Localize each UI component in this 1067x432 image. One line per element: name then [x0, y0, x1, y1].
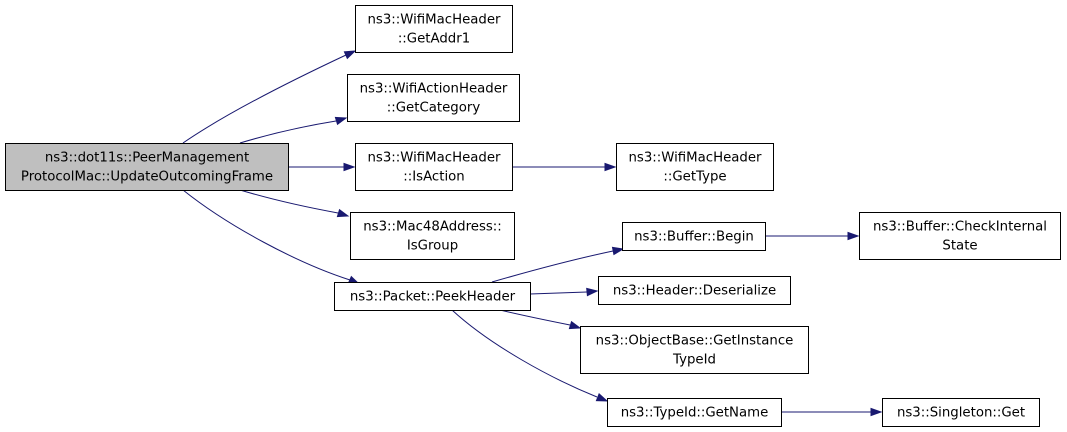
edge-root-to-peekheader — [182, 189, 361, 285]
node-label: ns3::Buffer::CheckInternal — [873, 220, 1047, 235]
node-label: ::GetAddr1 — [398, 32, 470, 47]
node-label: ns3::Packet::PeekHeader — [350, 290, 516, 305]
edge-root-to-isgroup — [239, 189, 350, 218]
node-label: ns3::TypeId::GetName — [621, 406, 769, 421]
edges-layer — [182, 50, 883, 417]
edge-line — [491, 250, 614, 283]
node-peekheader[interactable]: ns3::Packet::PeekHeader — [334, 282, 531, 311]
node-label: ns3::Header::Deserialize — [613, 284, 776, 299]
node-label: ns3::WifiMacHeader — [367, 151, 501, 166]
node-label: ProtocolMac::UpdateOutcomingFrame — [21, 170, 273, 185]
edge-arrowhead — [604, 162, 617, 172]
node-label: ns3::dot11s::PeerManagement — [45, 151, 249, 166]
edge-line — [499, 309, 571, 326]
edge-isaction-to-gettype — [512, 162, 617, 172]
node-label: ::GetCategory — [387, 101, 481, 116]
node-gettype[interactable]: ns3::WifiMacHeader::GetType — [616, 143, 774, 191]
edge-getname-to-singletonget — [781, 407, 883, 417]
node-isgroup[interactable]: ns3::Mac48Address::IsGroup — [350, 212, 515, 260]
node-getaddr1[interactable]: ns3::WifiMacHeader::GetAddr1 — [355, 5, 513, 53]
node-box[interactable] — [5, 143, 289, 191]
edge-arrowhead — [343, 162, 356, 172]
edge-arrowhead — [336, 208, 350, 218]
edge-root-to-getcategory — [239, 116, 348, 144]
node-box[interactable] — [622, 222, 766, 251]
node-label: IsGroup — [407, 239, 458, 254]
edge-line — [182, 54, 347, 144]
edge-arrowhead — [611, 246, 625, 256]
node-isaction[interactable]: ns3::WifiMacHeader::IsAction — [355, 143, 513, 191]
edge-peekheader-to-getname — [451, 309, 609, 402]
edge-line — [239, 120, 337, 144]
node-box[interactable] — [882, 398, 1040, 427]
node-box[interactable] — [580, 326, 809, 374]
edge-line — [451, 309, 598, 398]
node-label: ns3::ObjectBase::GetInstance — [596, 334, 794, 349]
node-box[interactable] — [347, 74, 520, 122]
edge-root-to-isaction — [288, 162, 356, 172]
edge-line — [529, 291, 588, 295]
node-label: ns3::Buffer::Begin — [634, 230, 754, 245]
node-label: State — [942, 239, 977, 254]
node-deserialize[interactable]: ns3::Header::Deserialize — [598, 276, 791, 305]
node-box[interactable] — [355, 5, 513, 53]
edge-arrowhead — [586, 287, 599, 297]
node-box[interactable] — [607, 398, 782, 427]
node-box[interactable] — [334, 282, 531, 311]
node-box[interactable] — [350, 212, 515, 260]
edge-root-to-getaddr1 — [182, 50, 357, 144]
edge-arrowhead — [870, 407, 883, 417]
node-label: ::IsAction — [403, 170, 464, 185]
node-root[interactable]: ns3::dot11s::PeerManagementProtocolMac::… — [5, 143, 289, 191]
node-label: ns3::Mac48Address:: — [363, 220, 502, 235]
edge-arrowhead — [847, 231, 860, 241]
node-label: ns3::WifiMacHeader — [628, 151, 762, 166]
edge-arrowhead — [595, 393, 609, 402]
node-label: ns3::WifiMacHeader — [367, 13, 501, 28]
edge-arrowhead — [334, 116, 348, 126]
node-label: ns3::WifiActionHeader — [360, 82, 508, 97]
node-label: ns3::Singleton::Get — [897, 406, 1025, 421]
edge-arrowhead — [568, 320, 582, 330]
edge-peekheader-to-bufferbegin — [491, 246, 625, 283]
edge-peekheader-to-getinstancetypeid — [499, 309, 582, 330]
edge-line — [182, 189, 351, 281]
node-bufferbegin[interactable]: ns3::Buffer::Begin — [622, 222, 766, 251]
node-getname[interactable]: ns3::TypeId::GetName — [607, 398, 782, 427]
node-singletonget[interactable]: ns3::Singleton::Get — [882, 398, 1040, 427]
node-box[interactable] — [355, 143, 513, 191]
nodes-layer: ns3::dot11s::PeerManagementProtocolMac::… — [5, 5, 1061, 427]
edge-arrowhead — [343, 50, 357, 60]
edge-line — [239, 189, 339, 214]
node-box[interactable] — [598, 276, 791, 305]
edge-bufferbegin-to-checkinternal — [765, 231, 860, 241]
node-label: ::GetType — [663, 170, 726, 185]
edge-peekheader-to-deserialize — [529, 287, 599, 297]
node-getcategory[interactable]: ns3::WifiActionHeader::GetCategory — [347, 74, 520, 122]
node-box[interactable] — [859, 212, 1061, 260]
node-box[interactable] — [616, 143, 774, 191]
node-label: TypeId — [672, 353, 716, 368]
